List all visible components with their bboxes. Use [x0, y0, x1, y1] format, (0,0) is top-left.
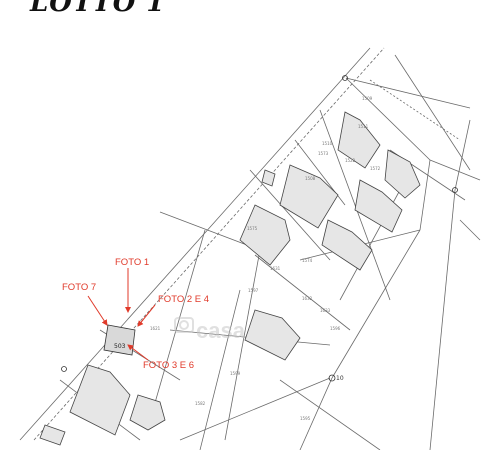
- watermark-text: casa: [196, 318, 246, 343]
- boundary-line: [459, 219, 481, 241]
- building: [321, 219, 373, 271]
- boundary-line: [254, 254, 351, 331]
- boundary-line: [224, 249, 261, 441]
- boundary-line: [199, 289, 241, 450]
- road-edge-outer: [19, 47, 371, 441]
- building: [384, 149, 421, 199]
- subject-parcel: [103, 324, 136, 356]
- boundary-line: [429, 189, 456, 450]
- parcel-number: 1632: [302, 296, 313, 301]
- boundary-line: [331, 229, 421, 379]
- parcel-number: 1582: [195, 401, 206, 406]
- parcel-number: 1508: [305, 176, 316, 181]
- survey-point-icon: [328, 374, 336, 382]
- point-marker-label: 10: [336, 375, 344, 382]
- label-foto36: FOTO 3 E 6: [143, 360, 194, 371]
- page-title: LOTTO 1: [30, 0, 166, 18]
- boundary-line: [319, 109, 391, 301]
- arrow-foto24: [137, 304, 156, 327]
- road-lines: [19, 47, 481, 450]
- survey-point-icon: [452, 187, 458, 193]
- parcel-number: 1599: [230, 371, 241, 376]
- boundary-line: [345, 77, 431, 161]
- boundary-line: [179, 377, 331, 441]
- survey-points: [61, 75, 458, 382]
- parcel-number: 1596: [330, 326, 341, 331]
- building: [239, 204, 291, 266]
- arrow-foto7: [87, 295, 108, 326]
- parcel-numbers: 1509 1511 1510 1522 1573 1572 1508 1574 1575 1631…: [150, 96, 381, 421]
- boundary-line: [345, 77, 471, 109]
- boundary-line: [369, 79, 461, 141]
- photo-arrows: [87, 268, 156, 361]
- parcel-number: 1522: [345, 158, 356, 163]
- building: [337, 111, 381, 169]
- parcel-number: 1595: [300, 416, 311, 421]
- boundary-line: [429, 159, 481, 181]
- label-foto7: FOTO 7: [62, 282, 96, 293]
- parcel-number: 1572: [370, 166, 381, 171]
- boundary-line: [299, 377, 333, 450]
- boundary-line: [159, 211, 261, 251]
- label-foto24: FOTO 2 E 4: [158, 294, 209, 305]
- building: [69, 364, 131, 436]
- boundary-line: [419, 159, 431, 231]
- parcel-number: 1574: [302, 258, 313, 263]
- parcel-number: 1510: [322, 141, 333, 146]
- building: [39, 424, 66, 446]
- subject-parcel-number: 503: [114, 343, 126, 350]
- label-foto1: FOTO 1: [115, 257, 149, 268]
- parcel-number: 1633: [320, 308, 331, 313]
- survey-point-icon: [342, 75, 348, 81]
- buildings: [39, 111, 421, 446]
- building: [261, 169, 276, 187]
- building: [244, 309, 301, 361]
- arrow-foto36: [127, 344, 149, 361]
- parcel-number: 1575: [247, 226, 258, 231]
- boundary-line: [394, 54, 471, 171]
- parcel-number: 1511: [358, 124, 369, 129]
- watermark: casa: [174, 317, 246, 343]
- survey-point-icon: [61, 366, 67, 372]
- parcel-number: 1597: [248, 288, 259, 293]
- boundary-line: [149, 229, 206, 421]
- camera-icon: [174, 317, 194, 333]
- building: [354, 179, 403, 233]
- parcel-number: 1509: [362, 96, 373, 101]
- boundary-line: [249, 169, 331, 261]
- building: [279, 164, 339, 229]
- building: [129, 394, 166, 431]
- parcel-number: 1621: [150, 326, 161, 331]
- boundary-line: [279, 379, 381, 450]
- parcel-number: 1573: [318, 151, 329, 156]
- parcel-number: 1631: [270, 266, 281, 271]
- boundary-line: [454, 119, 471, 191]
